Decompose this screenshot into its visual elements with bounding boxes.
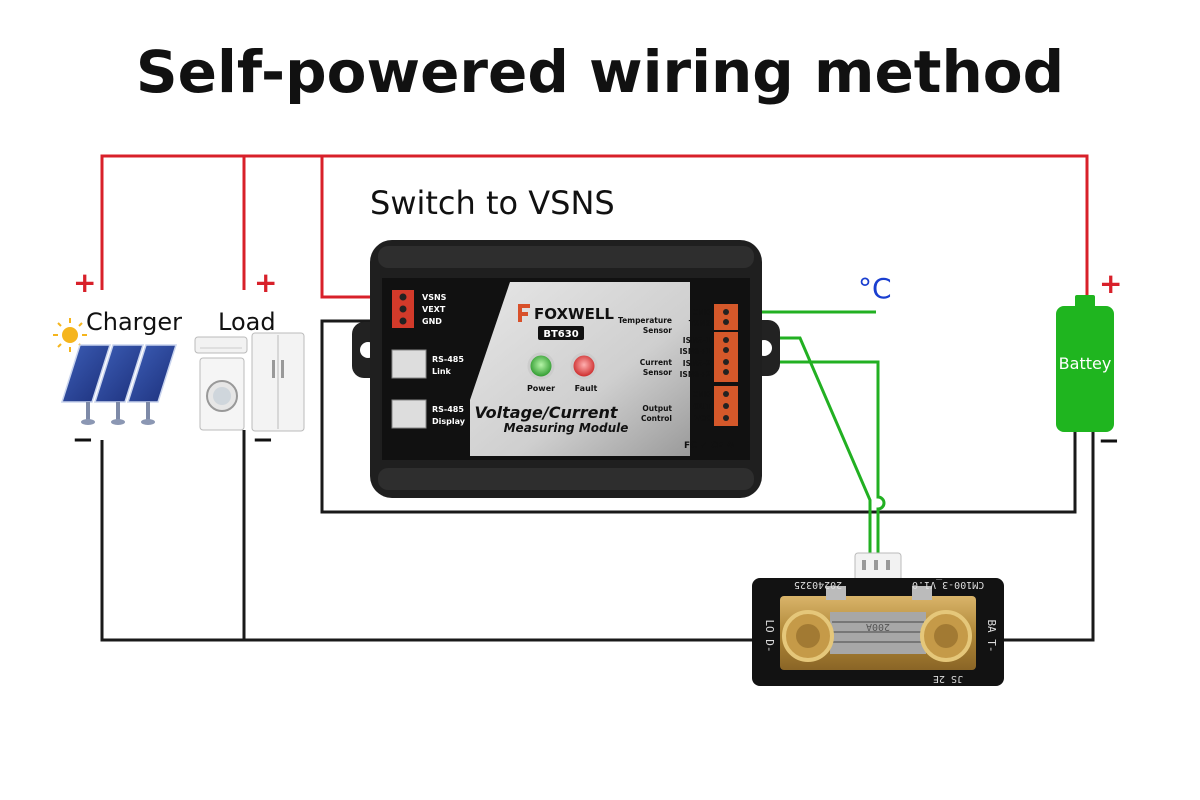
terminal-vcc: VCC [694, 414, 711, 423]
power-led [527, 352, 555, 380]
charger-solar-panel [53, 318, 178, 425]
terminal-isns-1-plus: ISNS+1 [680, 347, 711, 356]
charger-negative-wire [100, 440, 760, 642]
load-label: Load [218, 308, 276, 336]
shunt-left-label: LO D- [763, 619, 776, 652]
sun-icon [62, 327, 78, 343]
model-name: BT630 [543, 329, 578, 340]
terminal-label-vsns: VSNS [422, 293, 447, 302]
rs485-display-title: RS-485 [432, 405, 464, 414]
module-name-line1: Voltage/Current [474, 403, 618, 422]
current-sensor-label-1: Current [640, 358, 673, 367]
rs485-display-sub: Display [432, 417, 466, 426]
battery-negative-wire [995, 432, 1095, 642]
load-appliances [194, 332, 305, 432]
solar-cell [93, 344, 145, 403]
brand-name: FOXWELL [534, 305, 614, 323]
terminal-isns-2-plus: ISNS+2 [680, 370, 711, 379]
terminal-tsns: TSNS [689, 319, 711, 328]
charger-plus-mark: + [73, 266, 96, 299]
bt630-module [352, 240, 780, 498]
battery-label: Battey [1059, 354, 1112, 373]
fault-led [570, 352, 598, 380]
rs485-link-port [391, 349, 427, 379]
air-conditioner-icon [194, 336, 248, 354]
temp-sensor-label-2: Sensor [643, 326, 672, 335]
rs485-link-sub: Link [432, 367, 452, 376]
battery-plus-mark: + [1099, 267, 1122, 300]
certification-marks: FC ✓ CE ♻ [684, 441, 735, 451]
shunt-date-text: 20240325 [794, 579, 842, 590]
shunt-rating: 200A [866, 621, 890, 632]
negative-wires [100, 319, 1095, 642]
fault-led-label: Fault [575, 384, 598, 393]
charger-label: Charger [86, 308, 182, 336]
temperature-symbol: °C [858, 272, 892, 305]
temp-sensor-label-1: Temperature [618, 316, 672, 325]
terminal-label-vext: VEXT [422, 305, 446, 314]
load-plus-mark: + [254, 266, 277, 299]
solar-cell [60, 344, 112, 403]
rs485-link-title: RS-485 [432, 355, 464, 364]
terminal-gnd-1: GND [692, 308, 711, 317]
shunt-current-sensor [752, 552, 1004, 686]
terminal-isns-2-minus: ISNS-2 [683, 359, 711, 368]
page-title: Self-powered wiring method [135, 38, 1065, 106]
rs485-display-port [391, 399, 427, 429]
gnd-wire [320, 319, 1077, 514]
solar-cell [126, 344, 178, 403]
current-sensor-wire-b [722, 360, 886, 560]
foxwell-logo-icon [518, 304, 530, 322]
terminal-isns-1-minus: ISNS-1 [683, 336, 711, 345]
battery-icon [1056, 295, 1114, 432]
positive-bus-wire [100, 154, 1089, 295]
terminal-label-gnd: GND [422, 317, 442, 326]
switch-note: Switch to VSNS [370, 184, 615, 222]
terminal-gnd-2: GND [692, 390, 711, 399]
shunt-bottom-text: JS 2E [933, 673, 963, 684]
current-sensor-label-2: Sensor [643, 368, 672, 377]
load-minus-mark: − [252, 425, 274, 455]
output-control-label-2: Control [641, 414, 672, 423]
charger-minus-mark: − [72, 425, 94, 455]
output-control-label-1: Output [642, 404, 672, 413]
shunt-model-text: CM100-3_V1.0 [912, 579, 984, 590]
module-name-line2: Measuring Module [504, 421, 629, 435]
shunt-right-label: BA T- [985, 619, 998, 652]
battery-minus-mark: − [1098, 426, 1120, 456]
power-led-label: Power [527, 384, 555, 393]
terminal-out: OUT [693, 402, 711, 411]
temp-sensor-terminal [714, 304, 738, 330]
